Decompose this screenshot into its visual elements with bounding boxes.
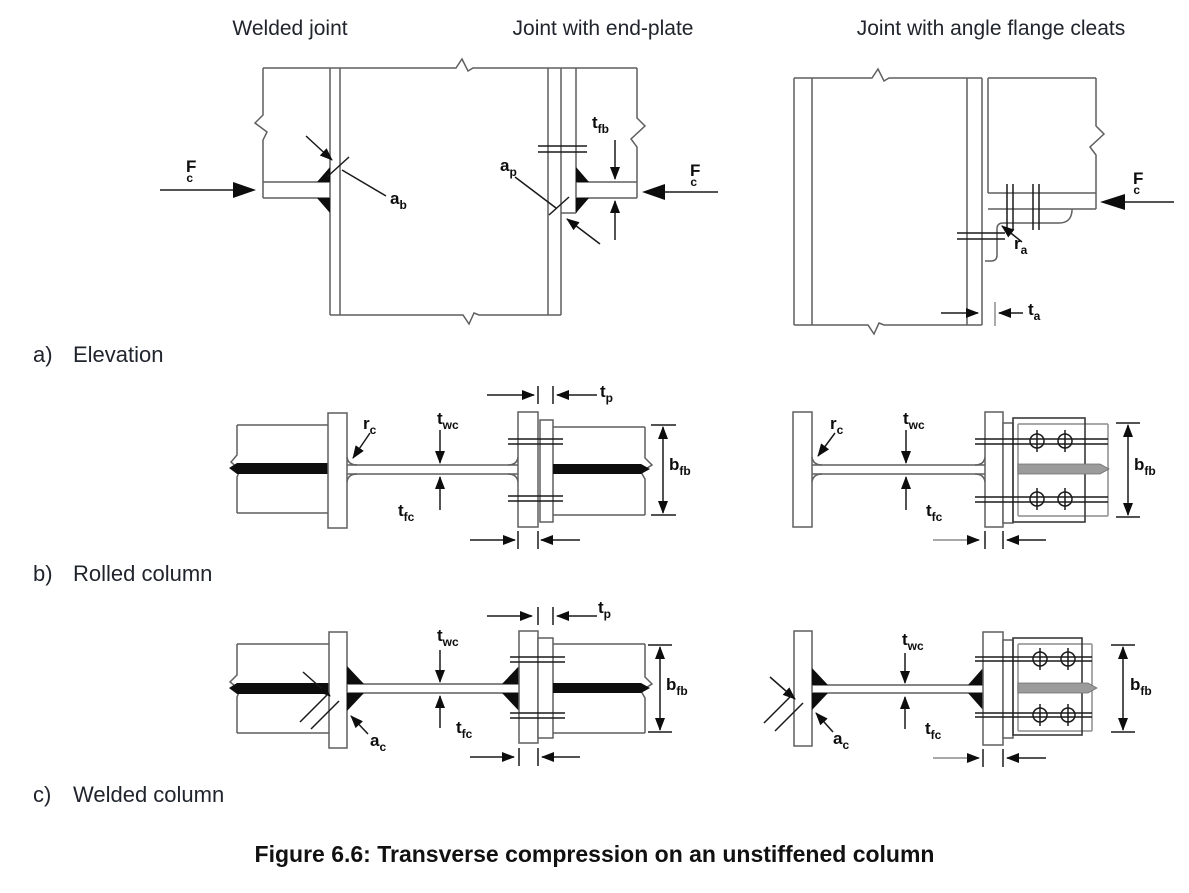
dimension-bfb (651, 424, 676, 516)
heading-joint-end-plate: Joint with end-plate (512, 17, 694, 40)
label-t-wc: twc (437, 626, 459, 649)
dimension-tp (487, 607, 597, 625)
label-t-fb: tfb (592, 113, 609, 136)
welded-column-angle-cleat-plan: ac twc (763, 630, 1152, 767)
label-t-p: tp (600, 382, 613, 405)
row-label-elevation: a)Elevation (33, 342, 164, 367)
label-t-p: tp (598, 598, 611, 621)
weld-bead (317, 198, 330, 213)
dimension-bfb (1111, 644, 1135, 733)
weld-bead (317, 167, 330, 182)
label-t-wc: twc (437, 409, 459, 432)
label-t-fc: tfc (926, 501, 943, 524)
beam-web-cut (229, 463, 328, 474)
dimension-bfb (648, 644, 672, 733)
dimension-tfc (933, 749, 1046, 767)
label-a-p: ap (500, 156, 517, 179)
weld-bead (812, 668, 828, 685)
weld-bead (576, 198, 589, 213)
label-a-b: ab (390, 189, 407, 212)
dimension-tfc (470, 531, 580, 549)
weld-bead (347, 666, 364, 684)
weld-bead (968, 668, 983, 685)
label-b-fb: bfb (666, 675, 688, 698)
heading-joint-angle-cleats: Joint with angle flange cleats (856, 17, 1126, 40)
angle-cleat (985, 209, 1073, 262)
bolt-row-marks (957, 184, 1040, 240)
label-t-fc: tfc (925, 719, 942, 742)
label-t-wc: twc (903, 409, 925, 432)
welded-column-welded-endplate-plan: ac twc (228, 598, 688, 766)
bolt-row-marks (975, 438, 1108, 503)
beam-web-cut (229, 683, 329, 694)
label-a-c: ac (833, 729, 849, 752)
dimension-bfb (1116, 422, 1140, 518)
beam-web-cut (553, 464, 650, 474)
dimension-tp (487, 386, 597, 404)
label-a-c: ac (370, 731, 386, 754)
force-arrow-fc-mid (642, 184, 718, 200)
beam-web-cut (553, 683, 650, 693)
heading-welded-joint: Welded joint (232, 17, 348, 40)
bolt-row-marks (538, 145, 587, 153)
label-t-fc: tfc (398, 501, 415, 524)
dimension-tfc (470, 748, 580, 766)
label-b-fb: bfb (1130, 675, 1152, 698)
row-label-rolled-column: b)Rolled column (33, 561, 213, 586)
bolt-row-marks (510, 656, 565, 719)
weld-size-ac-annotation (299, 671, 369, 735)
label-b-fb: bfb (1134, 455, 1156, 478)
rolled-column-welded-endplate-plan: rc twc (229, 382, 691, 549)
cleat-leg-cut (1002, 639, 1014, 739)
cleat-leg-cut (1002, 422, 1014, 524)
row-label-welded-column: c)Welded column (33, 782, 225, 807)
dimension-tfc (933, 531, 1046, 549)
force-arrow-fc-right (1100, 194, 1174, 210)
weld-bead (502, 666, 519, 684)
bolts-plan (1032, 648, 1076, 726)
weld-size-ap-annotation (514, 176, 601, 245)
label-t-wc: twc (902, 630, 924, 653)
bolt-row-marks (508, 438, 563, 502)
weld-bead (968, 693, 983, 710)
label-r-a: ra (1014, 234, 1028, 257)
beam-web-cut (1017, 682, 1098, 694)
rolled-column-angle-cleat-plan: rc twc (792, 409, 1156, 549)
figure-caption: Figure 6.6: Transverse compression on an… (254, 841, 935, 867)
weld-bead (347, 693, 364, 711)
leader-rc (817, 432, 836, 457)
weld-size-ab-annotation (305, 135, 387, 197)
weld-bead (576, 167, 589, 182)
label-t-a: ta (1028, 300, 1041, 323)
dimension-ta (941, 302, 1023, 326)
beam-web-cut (1017, 463, 1110, 475)
label-b-fb: bfb (669, 455, 691, 478)
label-t-fc: tfc (456, 718, 473, 741)
force-arrow-fc-left (160, 182, 256, 198)
weld-bead (812, 693, 828, 710)
leader-rc (352, 432, 371, 459)
label-r-c: rc (363, 414, 377, 437)
weld-bead (502, 693, 519, 711)
label-r-c: rc (830, 414, 844, 437)
leader-ra (1001, 225, 1023, 243)
weld-size-ac-annotation (763, 676, 834, 733)
bolts-plan (1029, 430, 1073, 510)
